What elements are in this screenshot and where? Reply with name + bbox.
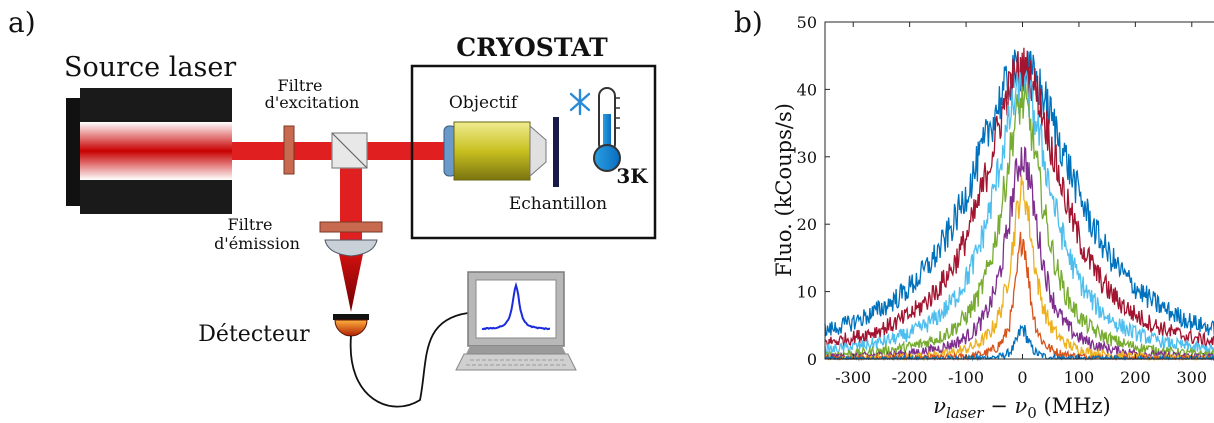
y-tick-label: 0 (807, 350, 817, 369)
x-tick-label: 100 (1064, 368, 1095, 387)
source-laser-label: Source laser (64, 52, 236, 83)
cryostat-box (410, 64, 657, 240)
panel-b-chart: b) -300 -200 -100 0 100 200 300 0 10 20 30 40 50 Flu… (734, 6, 1214, 422)
panel-b-label: b) (734, 6, 763, 39)
series-line-7 (824, 47, 1214, 349)
y-tick-label: 40 (797, 80, 817, 99)
cryostat-title: CRYOSTAT (456, 33, 608, 62)
sample-plate (553, 117, 559, 187)
detector-cable (349, 312, 469, 408)
excitation-filter-label-line2: d'excitation (265, 93, 360, 112)
panel-a-setup-diagram: a) Source laser Filtre d'excitation CRYO… (8, 6, 657, 408)
monitor-spectrum-curve (481, 281, 551, 331)
x-tick-label: -300 (835, 368, 871, 387)
emission-filter-label-line2: d'émission (214, 234, 300, 253)
excitation-filter (283, 125, 295, 175)
computer-monitor-icon (466, 271, 566, 354)
y-axis-label: Fluo. (kCoups/s) (772, 103, 796, 277)
emission-filter (319, 221, 383, 233)
y-tick-label: 30 (797, 148, 817, 167)
series-line-5 (824, 84, 1214, 360)
x-tick-label: 0 (1017, 368, 1027, 387)
detector (333, 314, 369, 337)
sample-label: Echantillon (509, 194, 607, 214)
chart-ticks-group: -300 -200 -100 0 100 200 300 0 10 20 30 40 50 (797, 13, 1208, 387)
chart-series-group (824, 47, 1214, 362)
temperature-label: 3K (616, 164, 648, 188)
y-tick-label: 50 (797, 13, 817, 32)
thermometer-icon (593, 87, 621, 172)
snowflake-icon (569, 88, 591, 116)
series-line-4 (824, 146, 1214, 362)
detector-label: Détecteur (198, 322, 310, 347)
y-tick-label: 10 (797, 283, 817, 302)
panel-a-label: a) (8, 6, 36, 39)
x-tick-label: -100 (948, 368, 984, 387)
emission-filter-label-line1: Filtre (228, 215, 273, 234)
x-tick-label: -200 (892, 368, 928, 387)
x-axis-label: νlaser − ν0 (MHz) (933, 394, 1111, 422)
laser-source (66, 88, 232, 214)
y-tick-label: 20 (797, 215, 817, 234)
excitation-filter-label-line1: Filtre (278, 76, 323, 95)
beam-splitter (331, 132, 368, 169)
x-tick-label: 200 (1120, 368, 1151, 387)
x-tick-label: 300 (1177, 368, 1208, 387)
focused-beam-cone (339, 254, 363, 312)
keyboard-icon (455, 353, 577, 371)
laser-beam-vertical (340, 160, 362, 240)
objective-label: Objectif (449, 93, 519, 113)
objective-lens (443, 121, 547, 181)
focusing-lens (324, 239, 378, 257)
